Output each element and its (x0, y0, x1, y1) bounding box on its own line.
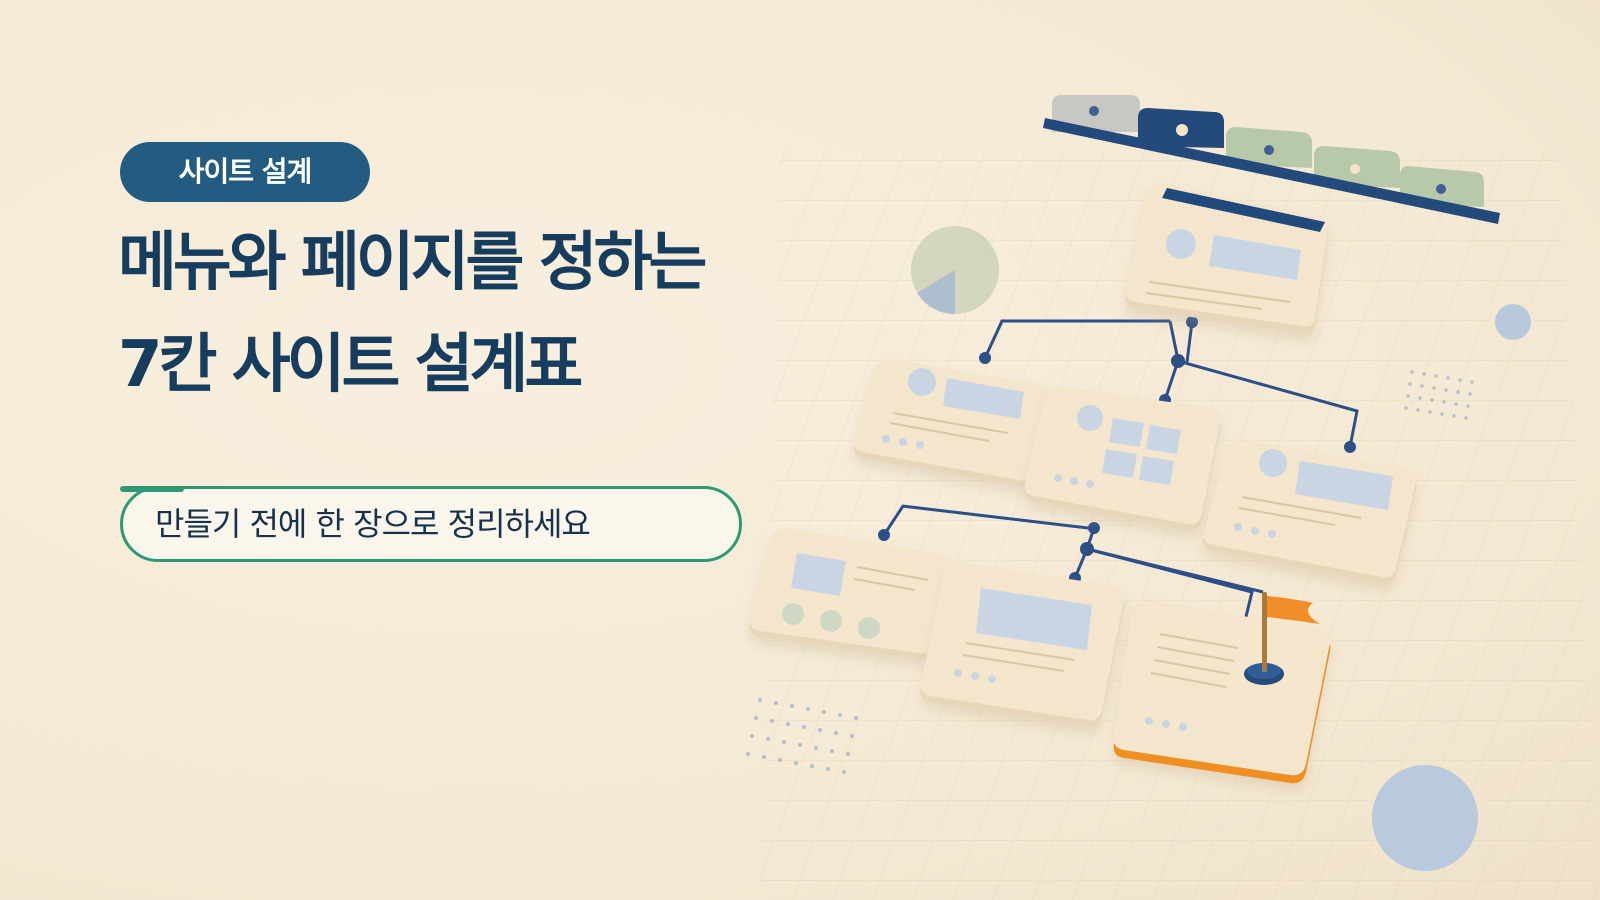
card-center-mid (1024, 386, 1221, 531)
subtitle-pill: 만들기 전에 한 장으로 정리하세요 (120, 486, 742, 562)
card-left-bottom (749, 528, 954, 660)
card-top (1125, 183, 1329, 334)
category-tag: 사이트 설계 (120, 142, 370, 202)
card-right-mid (1203, 440, 1417, 584)
flag-icon (1244, 592, 1320, 685)
dot-cluster-right (1404, 370, 1474, 420)
decor-circle-blue-large (1372, 765, 1478, 871)
decor-circle-blue-small (1495, 304, 1531, 340)
connector-lines (882, 319, 1359, 626)
title-line-2: 7칸 사이트 설계표 (118, 328, 583, 402)
card-center-bottom (920, 562, 1125, 727)
dot-cluster-left (746, 698, 858, 774)
card-goal (1113, 600, 1331, 784)
card-left-mid (853, 359, 1051, 487)
title-line-1: 메뉴와 페이지를 정하는 (118, 226, 707, 300)
tab-bar (1043, 95, 1500, 224)
decor-circle-green-slice (917, 270, 955, 315)
subtitle-accent-bar (120, 486, 184, 492)
page-title: 메뉴와 페이지를 정하는 7칸 사이트 설계표 (118, 212, 818, 416)
